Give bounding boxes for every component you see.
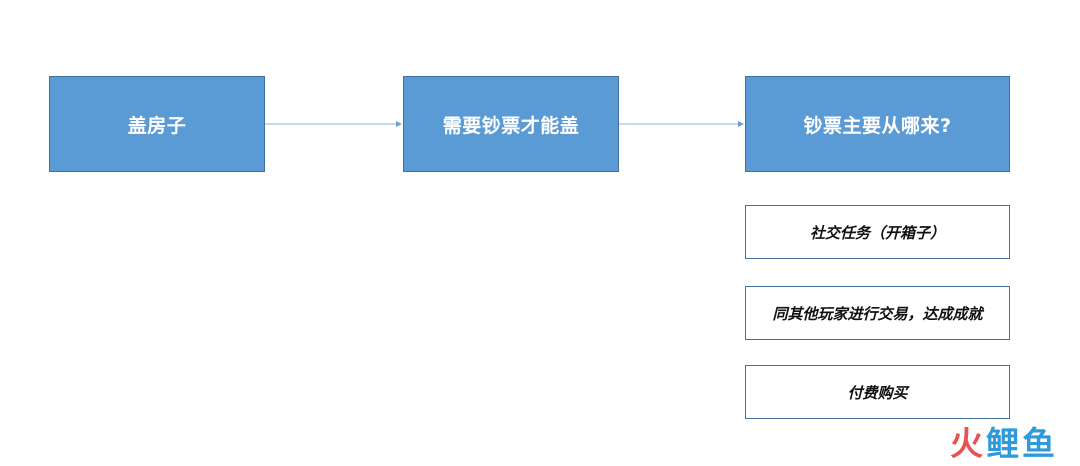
- watermark-logo: 火 鲤鱼: [950, 421, 1058, 463]
- flow-box-money-source: 钞票主要从哪来?: [745, 76, 1010, 172]
- flow-box-money-source-label: 钞票主要从哪来?: [803, 114, 952, 137]
- flow-box-need-money-label: 需要钞票才能盖: [442, 114, 580, 137]
- flow-box-need-money: 需要钞票才能盖: [403, 76, 619, 172]
- source-box-player-trading: 同其他玩家进行交易，达成成就: [745, 286, 1010, 340]
- source-box-social-tasks-label: 社交任务（开箱子）: [809, 223, 945, 242]
- source-box-paid-purchase-label: 付费购买: [847, 383, 908, 402]
- watermark-chars-carp: 鲤鱼: [986, 424, 1058, 463]
- watermark-char-fire: 火: [950, 424, 986, 463]
- source-box-social-tasks: 社交任务（开箱子）: [745, 205, 1010, 259]
- source-box-paid-purchase: 付费购买: [745, 365, 1010, 419]
- flow-box-build-house-label: 盖房子: [127, 114, 187, 137]
- source-box-player-trading-label: 同其他玩家进行交易，达成成就: [772, 304, 983, 323]
- flow-box-build-house: 盖房子: [49, 76, 265, 172]
